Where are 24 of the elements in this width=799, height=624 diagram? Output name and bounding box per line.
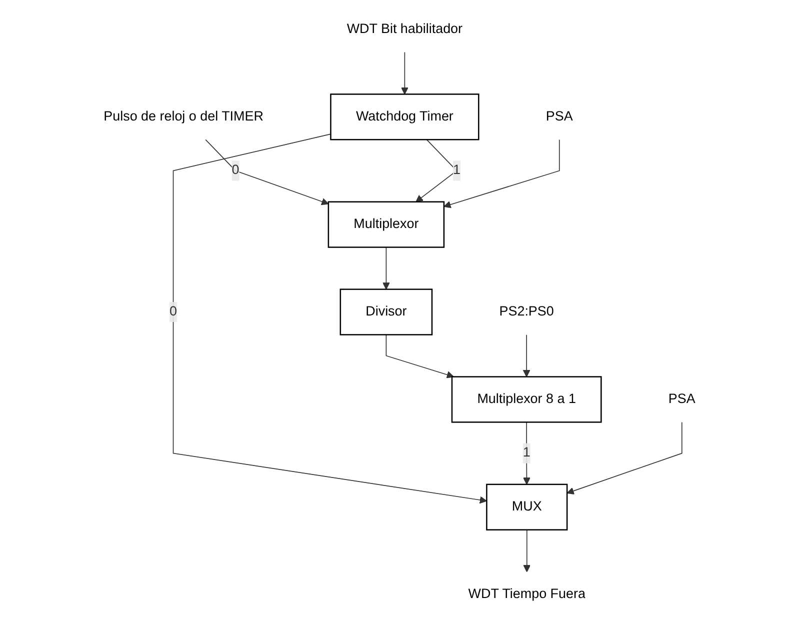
arrow bbox=[382, 246, 390, 290]
arrow bbox=[523, 529, 531, 572]
edge-label: 0 bbox=[232, 163, 240, 178]
node-box: Multiplexor 8 a 1 bbox=[451, 376, 602, 423]
arrow bbox=[400, 52, 408, 95]
node-text: PS2:PS0 bbox=[499, 304, 554, 319]
node-box: Watchdog Timer bbox=[330, 94, 480, 140]
node-box: Divisor bbox=[340, 288, 433, 336]
arrow bbox=[205, 139, 329, 206]
arrow bbox=[386, 334, 454, 378]
edge-label: 1 bbox=[452, 163, 460, 178]
node-text: PSA bbox=[546, 109, 573, 124]
arrow bbox=[444, 139, 560, 208]
node-box: MUX bbox=[486, 484, 568, 530]
arrow bbox=[566, 422, 682, 494]
arrow bbox=[172, 134, 488, 504]
edge-label: 0 bbox=[170, 304, 178, 319]
node-text: WDT Bit habilitador bbox=[346, 22, 463, 36]
node-text: PSA bbox=[668, 392, 696, 406]
arrow bbox=[522, 334, 530, 378]
node-text: WDT Tiempo Fuera bbox=[468, 586, 586, 602]
node-box: Multiplexor bbox=[328, 201, 445, 248]
node-text: Pulso de reloj o del TIMER bbox=[104, 109, 264, 124]
edge-label: 1 bbox=[522, 446, 530, 460]
